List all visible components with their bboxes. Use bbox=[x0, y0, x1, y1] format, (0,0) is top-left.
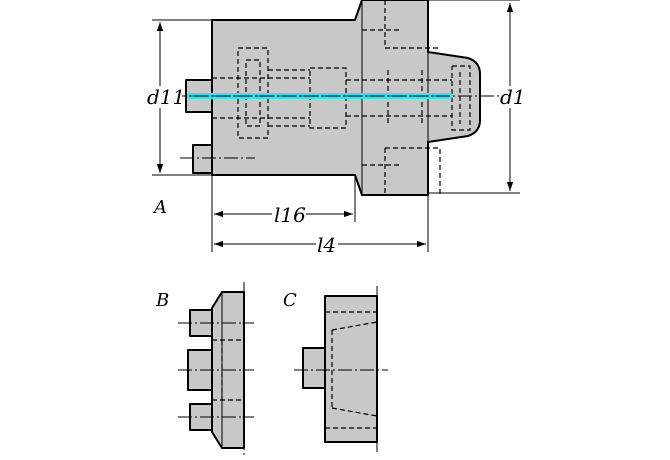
view-c-pin bbox=[302, 347, 326, 389]
d1-label-bg bbox=[500, 86, 526, 108]
view-c-body bbox=[324, 295, 378, 443]
l4-label-bg bbox=[316, 234, 338, 254]
view-c-label: C bbox=[283, 290, 297, 311]
hidden-nose-cavity bbox=[451, 65, 471, 131]
d11-label: d11 bbox=[147, 85, 185, 109]
hidden-front-taper bbox=[346, 70, 452, 126]
view-c-drawing: C bbox=[283, 286, 388, 452]
dowel-pin-bottom bbox=[192, 144, 213, 174]
hidden-upper-step bbox=[362, 29, 400, 166]
l4-label: l4 bbox=[317, 233, 336, 257]
l16-label-bg bbox=[272, 204, 306, 224]
view-a-label: A bbox=[152, 197, 167, 218]
hidden-upper-recess bbox=[384, 0, 441, 195]
view-a-drawing: d11 d1 l16 l4 A bbox=[146, 0, 526, 257]
d1-label: d1 bbox=[500, 85, 526, 109]
view-c-hidden-taper bbox=[325, 311, 378, 429]
d11-label-bg bbox=[146, 86, 182, 108]
l16-label: l16 bbox=[274, 203, 306, 227]
hidden-bore-left bbox=[212, 69, 310, 127]
view-b-label: B bbox=[155, 290, 169, 311]
view-b-drawing: B bbox=[155, 282, 254, 456]
